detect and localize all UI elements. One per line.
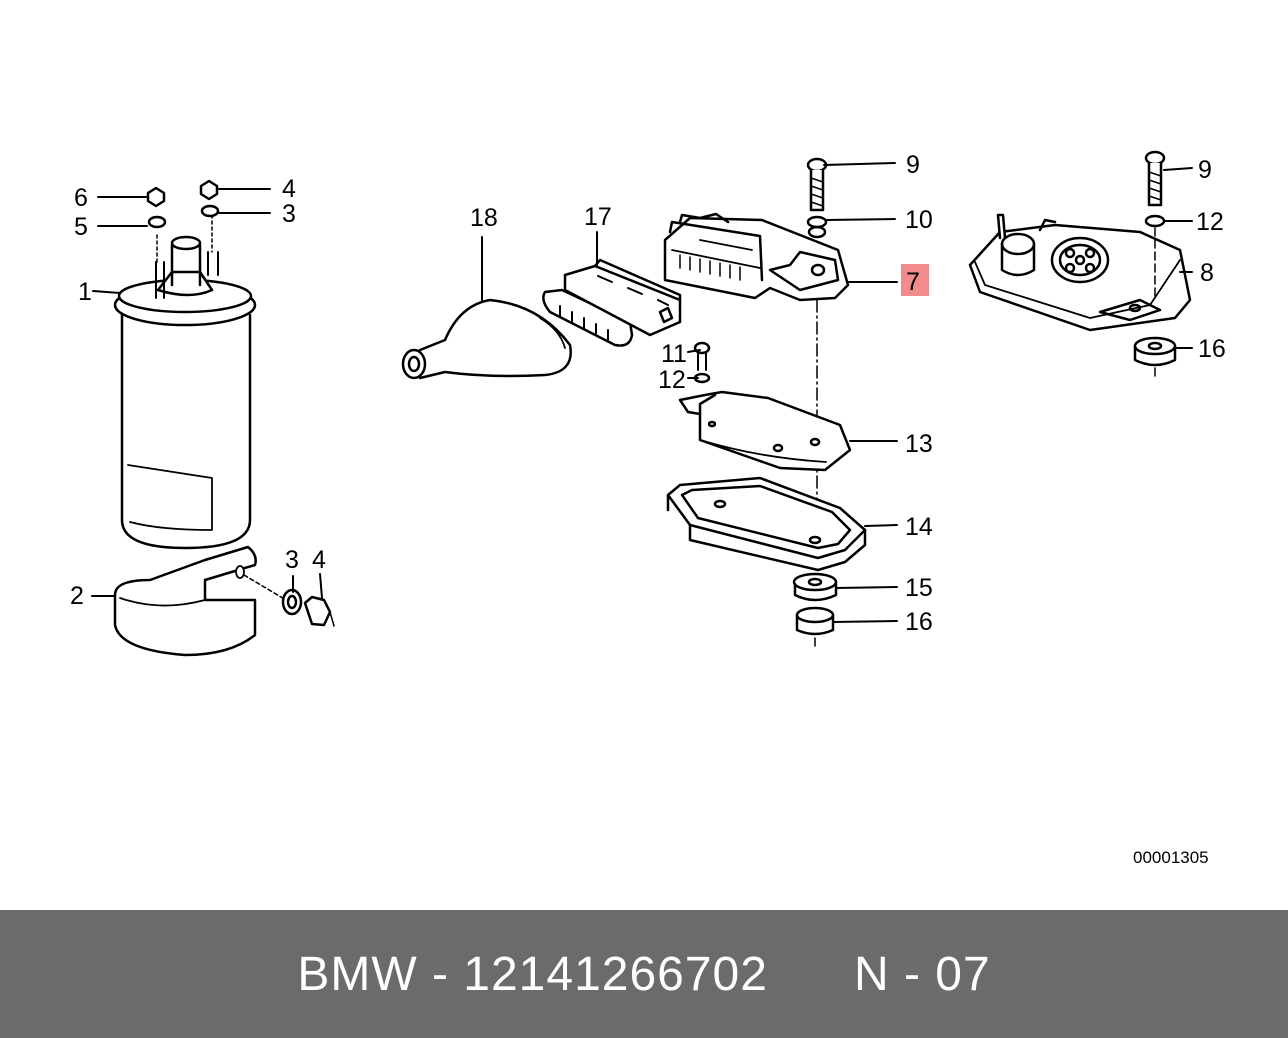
callout-9-right: 9 [1198, 156, 1212, 184]
control-unit [663, 212, 850, 302]
callout-4: 4 [282, 175, 296, 203]
highlight-box [901, 264, 929, 296]
callout-2: 2 [70, 582, 84, 610]
screw-and-washer-right [1144, 150, 1166, 301]
footer-part-number: 12141266702 [463, 947, 768, 1001]
rubber-boot [401, 298, 572, 380]
rubber-mount-15 [792, 572, 838, 602]
callout-12-right: 12 [1196, 208, 1224, 236]
callout-12: 12 [658, 366, 686, 394]
callout-16-right: 16 [1198, 335, 1226, 363]
callout-9: 9 [906, 151, 920, 179]
callout-5: 5 [74, 213, 88, 241]
bracket-washer-nut [281, 588, 335, 627]
coil-small-parts [146, 179, 220, 229]
part-footer-bar: BMW - 12141266702 N - 07 [0, 910, 1288, 1038]
callout-1: 1 [78, 278, 92, 306]
callout-10: 10 [905, 206, 933, 234]
footer-brand: BMW [297, 947, 418, 1001]
gasket [666, 476, 867, 572]
callout-13: 13 [905, 430, 933, 458]
rubber-mount-16 [795, 606, 835, 647]
small-screw [693, 341, 711, 384]
callout-6: 6 [74, 184, 88, 212]
callout-11: 11 [661, 340, 687, 368]
screw-and-washer-top [806, 157, 828, 556]
footer-gap [768, 947, 854, 1002]
leader-lines [91, 162, 1193, 623]
rubber-mount-right [1133, 336, 1177, 377]
coil-bracket [113, 545, 287, 657]
control-unit-variant [968, 213, 1192, 332]
footer-position-label: N - 07 [853, 947, 991, 1001]
mounting-plate [678, 390, 852, 472]
callout-3: 3 [282, 200, 296, 228]
callout-16: 16 [905, 608, 933, 636]
callout-18: 18 [470, 204, 498, 232]
footer-separator: - [417, 947, 464, 1001]
parts-diagram: 1 2 5 6 4 3 3 4 18 17 9 10 7 11 12 13 14… [70, 150, 1226, 867]
ignition-coil [113, 214, 257, 550]
callout-15: 15 [905, 574, 933, 602]
callout-labels: 1 2 5 6 4 3 3 4 18 17 9 10 7 11 12 13 14… [70, 151, 1226, 867]
callout-7: 7 [906, 268, 920, 296]
diagram-reference-number: 00001305 [1133, 848, 1209, 867]
callout-17: 17 [584, 203, 612, 231]
callout-3-bracket: 3 [285, 546, 299, 574]
callout-14: 14 [905, 513, 933, 541]
callout-8: 8 [1200, 259, 1214, 287]
callout-4-bracket: 4 [312, 546, 326, 574]
plug-connector [542, 258, 682, 347]
